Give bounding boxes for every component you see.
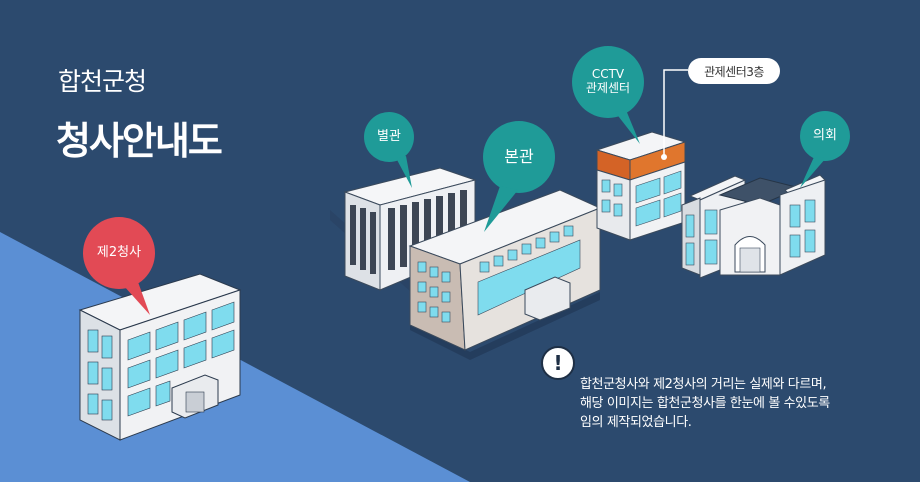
cctv-building[interactable] bbox=[595, 131, 687, 241]
main-building[interactable] bbox=[408, 189, 602, 360]
notice-line: 합천군청사와 제2청사의 거리는 실제와 다르며, bbox=[580, 377, 827, 392]
annex-building[interactable] bbox=[330, 167, 477, 300]
page-title: 청사안내도 bbox=[56, 119, 223, 163]
bubble-cctv-line2: 관제센터 bbox=[585, 81, 631, 95]
floor-leader-line bbox=[663, 69, 688, 157]
bubble-council[interactable]: 의회 bbox=[813, 127, 837, 143]
bubble-cctv-line1: CCTV bbox=[591, 67, 625, 82]
notice-icon: ! bbox=[541, 346, 575, 380]
page-subtitle: 합천군청 bbox=[58, 67, 147, 96]
notice-text: 합천군청사와 제2청사의 거리는 실제와 다르며, 해당 이미지는 합천군청사를… bbox=[580, 375, 880, 432]
floor-label: 관제센터3층 bbox=[688, 58, 780, 84]
bubble-second[interactable]: 제2청사 bbox=[96, 244, 142, 260]
bubble-cctv[interactable]: CCTV 관제센터 bbox=[572, 46, 644, 118]
notice-line: 임의 제작되었습니다. bbox=[580, 415, 692, 430]
bubble-main[interactable]: 본관 bbox=[504, 146, 534, 166]
council-building[interactable] bbox=[681, 174, 826, 279]
second-building[interactable] bbox=[78, 273, 242, 441]
notice-line: 해당 이미지는 합천군청사를 한눈에 볼 수있도록 bbox=[580, 396, 830, 411]
bubble-shapes bbox=[83, 46, 850, 315]
bubble-annex[interactable]: 별관 bbox=[377, 128, 401, 144]
